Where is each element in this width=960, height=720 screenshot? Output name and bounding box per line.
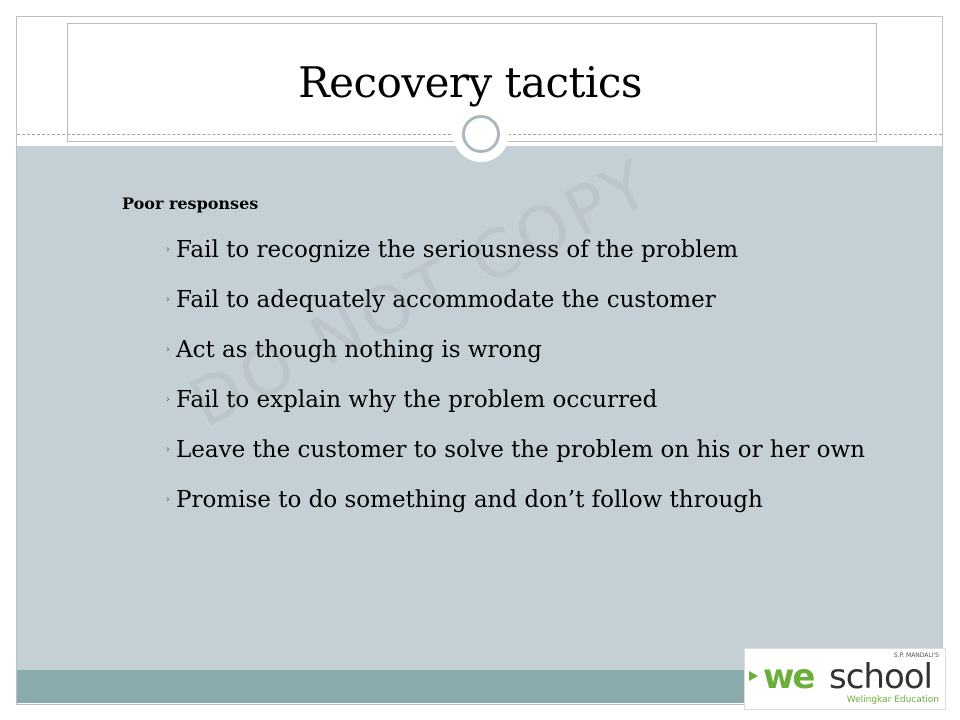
list-item: ›Act as though nothing is wrong: [166, 325, 908, 375]
section-heading: Poor responses: [122, 194, 259, 213]
list-item: ›Fail to explain why the problem occurre…: [166, 375, 908, 425]
bullet-list: ›Fail to recognize the seriousness of th…: [166, 225, 908, 525]
ring-circle-icon: [462, 115, 500, 153]
slide-title: Recovery tactics: [298, 58, 642, 107]
slide-frame: [16, 16, 943, 705]
logo-subtitle: Welingkar Education: [846, 695, 939, 705]
bullet-marker-icon: ›: [166, 495, 170, 505]
title-ring-ornament: [453, 106, 509, 162]
bullet-marker-icon: ›: [166, 245, 170, 255]
bullet-marker-icon: ›: [166, 445, 170, 455]
bullet-marker-icon: ›: [166, 395, 170, 405]
logo-top-text: S.P. MANDALI'S: [893, 652, 939, 659]
list-item: ›Fail to adequately accommodate the cust…: [166, 275, 908, 325]
logo-arrow-icon: [749, 671, 758, 681]
content-panel: [17, 146, 942, 670]
weschool-logo: S.P. MANDALI'S we school Welingkar Educa…: [744, 648, 946, 710]
bullet-marker-icon: ›: [166, 295, 170, 305]
list-item: ›Promise to do something and don’t follo…: [166, 475, 908, 525]
list-item: ›Fail to recognize the seriousness of th…: [166, 225, 908, 275]
logo-we-text: we: [763, 657, 816, 697]
logo-school-text: school: [829, 657, 933, 697]
list-item: ›Leave the customer to solve the problem…: [166, 425, 908, 475]
bullet-marker-icon: ›: [166, 345, 170, 355]
